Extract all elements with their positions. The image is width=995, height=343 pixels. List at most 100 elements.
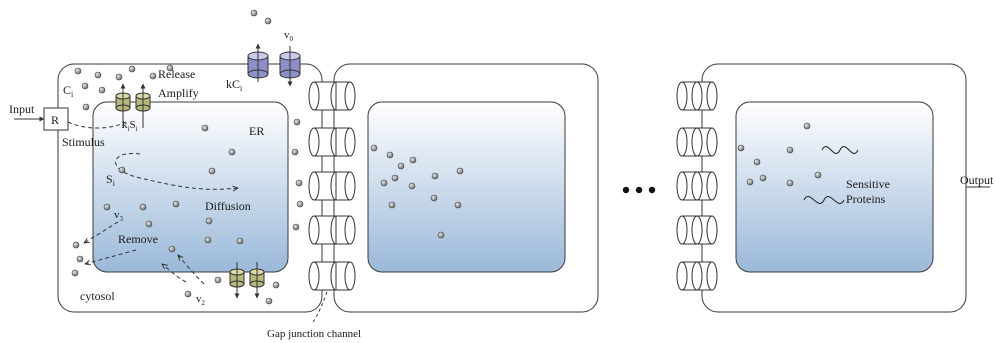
ion-dot-icon [456,167,464,175]
kci-label: kCi [226,77,243,93]
ion-dot-icon [746,178,754,186]
diffusion-label: Diffusion [205,199,251,213]
protein-squiggle-icon [803,196,845,204]
v0-label: v0 [284,29,294,43]
ion-dot-icon [272,281,280,289]
ion-channel-icon [115,83,131,128]
release-label: Release [158,67,195,81]
gap-junction-icon [308,127,356,157]
ion-dot-icon [370,144,378,152]
receptor-label: R [51,113,59,127]
ion-dot-icon [386,151,394,159]
ion-channel-icon [247,43,269,82]
er-label: ER [249,124,264,138]
output-label: Output [960,173,994,187]
ion-dot-icon [166,64,174,72]
ion-channel-icon [229,262,245,299]
ion-dot-icon [437,231,445,239]
gap-junction-icon [676,171,718,201]
gap-junction-pointer [312,291,328,323]
ion-dot-icon [430,194,438,202]
ion-dot-icon [76,255,84,263]
ion-dot-icon [431,172,439,180]
ion-dot-icon [208,167,216,175]
si-label: Si [106,172,116,188]
ion-dot-icon [214,276,222,284]
ion-dot-icon [228,148,236,156]
ion-dot-icon [759,174,767,182]
amplify-label: Amplify [158,86,199,100]
ksi-label: kiSi [122,119,138,133]
stimulus-path [67,121,127,129]
gap-junction-icon [308,171,356,201]
ion-dot-icon [296,200,304,208]
gap-junction-icon [676,81,718,111]
ion-dot-icon [103,203,111,211]
ion-dot-icon [250,9,258,17]
ion-dot-icon [118,166,126,174]
ion-dots [71,9,822,305]
ion-dot-icon [74,67,82,75]
ion-dot-icon [803,122,811,130]
gap-junction-icon [676,215,718,245]
receptor-box [43,107,69,131]
ion-dot-icon [753,158,761,166]
ion-dot-icon [201,124,209,132]
diffusion-path [115,152,238,189]
ion-dot-icon [409,156,417,164]
ion-dot-icon [71,269,79,277]
ion-dot-icon [205,217,213,225]
ion-dot-icon [814,171,822,179]
remove-label: Remove [118,232,158,246]
ion-dot-icon [236,237,244,245]
ion-dot-icon [145,220,153,228]
ion-dot-icon [380,179,388,187]
protein-squiggle-icon [821,146,859,154]
ion-dot-icon [81,82,89,90]
v3-label: v3 [114,209,124,223]
ci-label: Ci [63,83,74,99]
ion-dot-icon [292,223,300,231]
gap-junction-icon [676,261,718,291]
v2-label: v2 [196,293,206,307]
ion-dot-icon [295,179,303,187]
ion-dot-icon [94,71,102,79]
er-compartment-n [735,101,934,273]
ion-dot-icon [172,200,180,208]
input-label: Input [9,102,35,116]
ion-dot-icon [82,103,90,111]
ion-dot-icon [291,148,299,156]
ion-channel-icon [279,46,301,87]
er-compartment-1 [92,101,289,273]
ion-dot-icon [786,146,794,154]
ellipsis-icon [622,186,656,194]
gap-junction-column [308,81,356,291]
ion-dot-icon [72,241,80,249]
ion-dot-icon [737,144,745,152]
stimulus-label: Stimulus [62,135,105,149]
ion-dot-icon [391,174,399,182]
ion-dot-icon [128,65,136,73]
ion-dot-icon [168,245,176,253]
gap-junction-column-n [676,81,718,291]
gap-junction-icon [308,215,356,245]
ion-dot-icon [454,201,462,209]
gap-junction-icon [308,81,356,111]
ion-dot-icon [204,236,212,244]
ion-channel-icon [249,262,265,299]
ion-dot-icon [388,201,396,209]
gap-junction-label: Gap junction channel [267,328,361,340]
ion-dot-icon [184,290,192,298]
ion-dot-icon [786,179,794,187]
remove-arrow-2 [85,249,137,264]
ion-dot-icon [149,72,157,80]
er-compartment-2 [367,101,566,273]
v2-arrow-1 [178,255,205,285]
ion-dot-icon [98,86,106,94]
v2-arrow-2 [162,264,187,283]
ion-dot-icon [139,203,147,211]
ion-channel-icon [135,83,151,128]
ion-dot-icon [408,182,416,190]
cytosol-label: cytosol [80,289,115,303]
gap-junction-icon [308,261,356,291]
